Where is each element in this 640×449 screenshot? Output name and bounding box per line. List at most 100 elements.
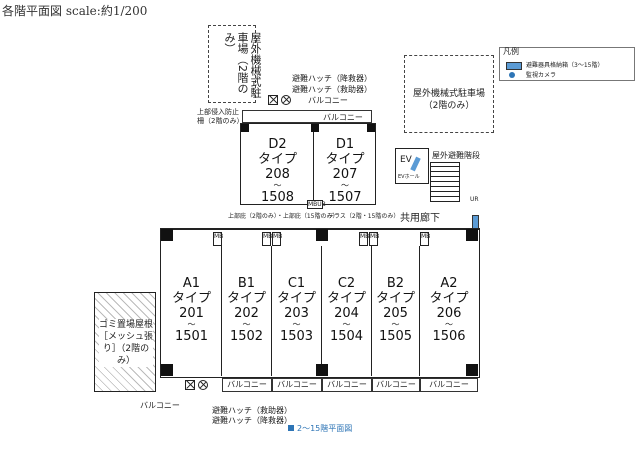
unit-b2-room: 205 — [383, 306, 408, 321]
unit-c2-tilde: 〜 — [342, 320, 351, 329]
mb-box: MB — [369, 232, 379, 246]
unit-d2-type-word: タイプ — [257, 152, 297, 167]
outdoor-stairs-label: 屋外避難階段 — [432, 151, 480, 160]
unit-d1-type-word: タイプ — [325, 152, 365, 167]
parking-right-label-1: 屋外機械式駐車場 — [412, 89, 485, 99]
parking-right-label-2: （2階のみ） — [423, 101, 475, 111]
caption-marker — [288, 425, 294, 431]
mb-box: MB — [262, 232, 272, 246]
pillar — [466, 364, 478, 376]
balcony-bottom-1: バルコニー — [222, 378, 272, 392]
unit-d2-type: D2 — [268, 137, 287, 152]
unit-c1-room-top: 1503 — [279, 329, 314, 344]
balcony-bottom-3: バルコニー — [322, 378, 372, 392]
garbage-roof: ゴミ置場屋根［メッシュ張り］（2階のみ） — [94, 292, 156, 392]
unit-d1-room: 207 — [332, 167, 358, 182]
outdoor-stairs-area — [430, 162, 460, 202]
upper-fence-label: 上部侵入防止柵（2階のみ） — [197, 108, 244, 125]
unit-b2-tilde: 〜 — [391, 320, 400, 329]
hatch-symbol-top-1 — [268, 95, 278, 105]
pillar — [161, 364, 173, 376]
unit-c2-room-top: 1504 — [329, 329, 364, 344]
unit-a2-type-word: タイプ — [429, 291, 469, 306]
unit-a1-type-word: タイプ — [171, 291, 211, 306]
garbage-label: ゴミ置場屋根［メッシュ張り］（2階のみ） — [99, 319, 154, 367]
floor-caption: 2〜15階平面図 — [297, 424, 353, 433]
legend-swatch-1 — [506, 62, 522, 70]
unit-a1[interactable]: A1 タイプ 201 〜 1501 — [162, 246, 222, 376]
hatch-down-top-label: 避難ハッチ（降救器） — [292, 74, 372, 83]
unit-b2-type-word: タイプ — [375, 291, 415, 306]
pillar — [316, 364, 328, 376]
corridor-label: 共用廊下 — [400, 213, 440, 224]
terrace-label: テラス（2階・15階のみ） — [328, 213, 400, 220]
balcony-top-label-2: バルコニー — [323, 113, 363, 122]
mbub-box: MBUB — [307, 200, 326, 209]
unit-c1-tilde: 〜 — [292, 320, 301, 329]
unit-a2-tilde: 〜 — [445, 320, 453, 329]
balcony-strip-top: バルコニー — [242, 110, 372, 123]
unit-b1-type: B1 — [237, 276, 256, 291]
parking-area-left: 屋外機械式駐車場（2階のみ） — [208, 25, 262, 103]
legend-title: 凡例 — [503, 47, 519, 56]
balcony-bottom-2: バルコニー — [272, 378, 322, 392]
unit-c1-type-word: タイプ — [276, 291, 316, 306]
legend-item-2: 監視カメラ — [526, 72, 557, 79]
unit-b1-type-word: タイプ — [226, 291, 266, 306]
unit-c2[interactable]: C2 タイプ 204 〜 1504 — [322, 246, 372, 376]
mb-box: MB — [272, 232, 282, 246]
pillar — [316, 229, 328, 241]
upper-note-label: 上部庇（2階のみ）・上部庇（15階のみ） — [228, 213, 339, 220]
unit-b2[interactable]: B2 タイプ 205 〜 1505 — [372, 246, 420, 376]
pillar — [367, 124, 375, 132]
hatch-up-top-label: 避難ハッチ（救助器） — [292, 85, 372, 94]
hatch-bottom-label-1: 避難ハッチ（救助器） — [212, 406, 292, 415]
pillar — [241, 124, 249, 132]
corridor-wall — [160, 228, 480, 230]
legend-swatch-2 — [509, 72, 515, 78]
unit-d2[interactable]: D2 タイプ 208 〜 1508 — [242, 125, 314, 205]
hatch-symbol-top-2 — [281, 95, 291, 105]
unit-d1-type: D1 — [335, 137, 355, 152]
ur-label: UR — [470, 196, 479, 203]
unit-c1-room: 203 — [284, 306, 309, 321]
unit-b1-tilde: 〜 — [242, 320, 251, 329]
pillar — [161, 229, 173, 241]
unit-b2-room-top: 1505 — [378, 329, 413, 344]
hatch-symbol-bottom-2 — [198, 380, 208, 390]
unit-c1[interactable]: C1 タイプ 203 〜 1503 — [272, 246, 322, 376]
top-wing-outline — [240, 123, 376, 205]
ev-hall[interactable]: EV EVホール — [395, 148, 429, 184]
unit-d1[interactable]: D1 タイプ 207 〜 1507 — [316, 125, 374, 205]
ev-hall-label: EVホール — [398, 174, 420, 180]
unit-a1-room-top: 1501 — [174, 329, 209, 344]
unit-a2[interactable]: A2 タイプ 206 〜 1506 — [420, 246, 478, 376]
unit-c1-type: C1 — [287, 276, 306, 291]
balcony-top-label-1: バルコニー — [308, 96, 348, 105]
pillar — [311, 124, 319, 132]
unit-a1-tilde: 〜 — [187, 320, 196, 329]
unit-d2-room: 208 — [265, 167, 290, 182]
unit-b1-room-top: 1502 — [229, 329, 264, 344]
balcony-bottom-4: バルコニー — [372, 378, 420, 392]
balcony-left-label: バルコニー — [140, 401, 180, 410]
hatch-bottom-label-2: 避難ハッチ（降救器） — [212, 416, 292, 425]
mb-box: MB — [420, 232, 430, 246]
balcony-bottom-5: バルコニー — [420, 378, 478, 392]
unit-a2-type: A2 — [440, 276, 458, 291]
hatch-symbol-bottom-1 — [185, 380, 195, 390]
unit-c2-type: C2 — [337, 276, 356, 291]
legend-box: 凡例 避難器具格納箱（3〜15階） 監視カメラ — [499, 47, 635, 81]
unit-b1[interactable]: B1 タイプ 202 〜 1502 — [222, 246, 272, 376]
legend-item-1: 避難器具格納箱（3〜15階） — [526, 62, 604, 69]
unit-d2-tilde: 〜 — [273, 181, 282, 190]
unit-b1-room: 202 — [234, 306, 259, 321]
unit-c2-type-word: タイプ — [326, 291, 366, 306]
unit-a1-type: A1 — [182, 276, 201, 291]
unit-d1-tilde: 〜 — [341, 181, 349, 190]
mb-box: MB — [359, 232, 369, 246]
unit-b2-type: B2 — [386, 276, 405, 291]
unit-a1-room: 201 — [179, 306, 204, 321]
unit-d1-room-top: 1507 — [328, 190, 362, 205]
unit-a2-room: 206 — [436, 306, 462, 321]
